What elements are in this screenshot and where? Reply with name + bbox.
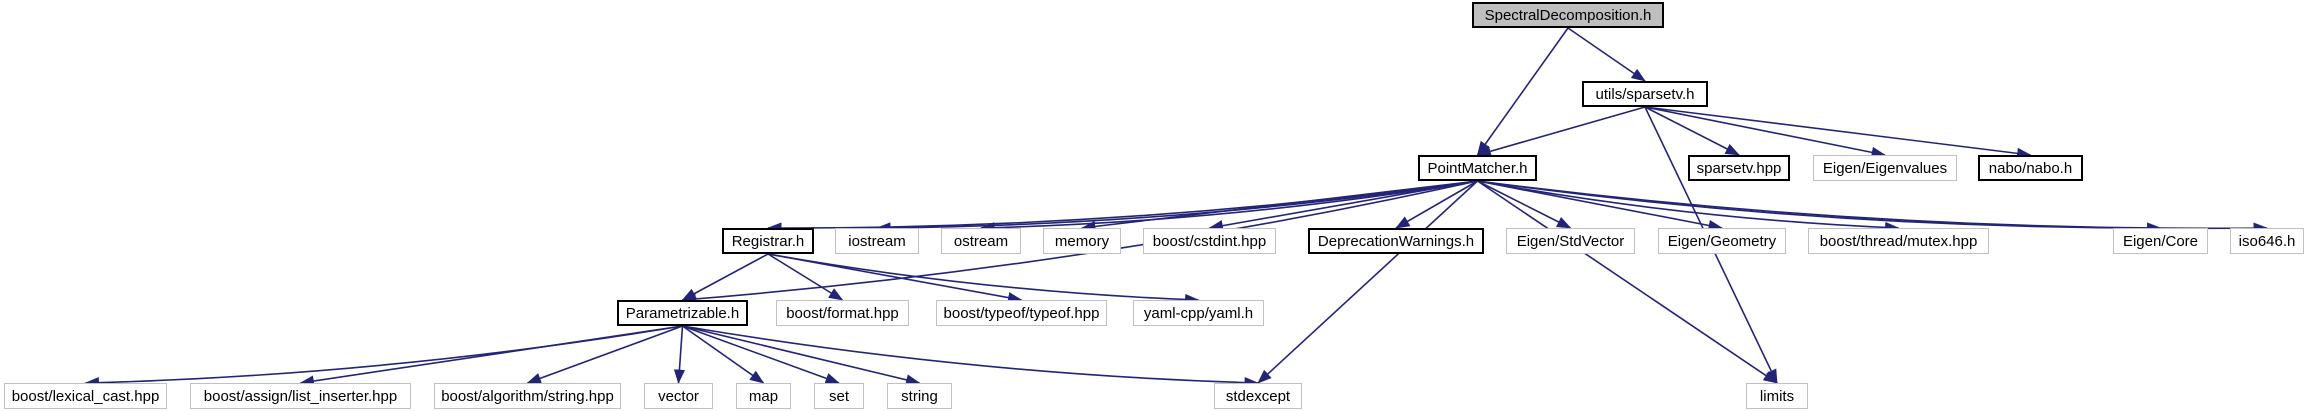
node-eigen_core[interactable]: Eigen/Core <box>2113 228 2208 254</box>
node-label: memory <box>1054 232 1110 250</box>
edge-spectraldecomposition-to-utils_sparsetv <box>1567 27 1646 82</box>
node-label: boost/assign/list_inserter.hpp <box>203 387 398 405</box>
node-set[interactable]: set <box>814 383 864 409</box>
node-label: boost/cstdint.hpp <box>1152 232 1267 250</box>
edge-utils_sparsetv-to-eigen_eigenvalues <box>1644 106 1886 158</box>
edge-pointmatcher-to-iso646 <box>1477 180 2268 234</box>
node-label: utils/sparsetv.h <box>1595 85 1695 103</box>
node-label: ostream <box>953 232 1009 250</box>
edge-utils_sparsetv-to-nabo_nabo <box>1644 106 2032 159</box>
edge-pointmatcher-to-deprecationwarnings <box>1395 180 1478 229</box>
node-boost_lexical_cast[interactable]: boost/lexical_cast.hpp <box>4 383 167 409</box>
edge-registrar-to-parametrizable <box>681 253 769 301</box>
node-memory[interactable]: memory <box>1043 228 1121 254</box>
edges <box>84 27 2268 389</box>
edge-parametrizable-to-string <box>682 325 921 386</box>
edge-pointmatcher-to-ostream <box>980 180 1478 234</box>
node-string[interactable]: string <box>887 383 952 409</box>
node-label: Eigen/Core <box>2122 232 2199 250</box>
edge-pointmatcher-to-eigen_core <box>1477 180 2162 234</box>
edge-pointmatcher-to-boost_mutex <box>1477 180 1900 234</box>
edge-parametrizable-to-stdexcept <box>682 325 1259 389</box>
node-label: iostream <box>848 232 906 250</box>
node-pointmatcher[interactable]: PointMatcher.h <box>1418 155 1537 181</box>
node-vector[interactable]: vector <box>644 383 713 409</box>
node-label: sparsetv.hpp <box>1696 159 1782 177</box>
node-boost_mutex[interactable]: boost/thread/mutex.hpp <box>1808 228 1989 254</box>
edge-pointmatcher-to-boost_cstdint <box>1208 180 1478 232</box>
edge-parametrizable-to-set <box>682 325 840 384</box>
edge-pointmatcher-to-stdexcept <box>1257 180 1479 384</box>
node-eigen_geometry[interactable]: Eigen/Geometry <box>1658 228 1786 254</box>
node-boost_typeof[interactable]: boost/typeof/typeof.hpp <box>936 300 1107 326</box>
edge-registrar-to-yaml_cpp <box>767 253 1200 306</box>
node-label: Eigen/Eigenvalues <box>1822 159 1948 177</box>
edge-utils_sparsetv-to-pointmatcher <box>1476 106 1646 157</box>
node-label: boost/algorithm/string.hpp <box>441 387 614 405</box>
node-label: string <box>901 387 938 405</box>
node-label: yaml-cpp/yaml.h <box>1143 304 1254 322</box>
node-sparsetv_hpp[interactable]: sparsetv.hpp <box>1688 155 1790 181</box>
edge-parametrizable-to-boost_algo_string <box>526 325 683 384</box>
node-ostream[interactable]: ostream <box>941 228 1021 254</box>
node-label: boost/typeof/typeof.hpp <box>943 304 1100 322</box>
node-nabo_nabo[interactable]: nabo/nabo.h <box>1978 155 2083 181</box>
node-eigen_eigenvalues[interactable]: Eigen/Eigenvalues <box>1813 155 1957 181</box>
node-label: DeprecationWarnings.h <box>1317 232 1475 250</box>
node-label: nabo/nabo.h <box>1988 159 2073 177</box>
edge-parametrizable-to-vector <box>673 325 686 384</box>
node-iostream[interactable]: iostream <box>835 228 919 254</box>
node-label: map <box>748 387 779 405</box>
node-label: stdexcept <box>1225 387 1291 405</box>
node-label: Parametrizable.h <box>625 304 740 322</box>
edge-spectraldecomposition-to-pointmatcher <box>1476 27 1569 156</box>
node-boost_cstdint[interactable]: boost/cstdint.hpp <box>1143 228 1276 254</box>
node-parametrizable[interactable]: Parametrizable.h <box>617 300 748 326</box>
node-label: Eigen/Geometry <box>1667 232 1777 250</box>
node-eigen_stdvector[interactable]: Eigen/StdVector <box>1506 228 1635 254</box>
node-label: iso646.h <box>2238 232 2296 250</box>
node-deprecationwarnings[interactable]: DeprecationWarnings.h <box>1308 228 1484 254</box>
edge-pointmatcher-to-eigen_geometry <box>1477 180 1723 231</box>
node-iso646[interactable]: iso646.h <box>2230 228 2304 254</box>
node-boost_list_inserter[interactable]: boost/assign/list_inserter.hpp <box>190 383 411 409</box>
edge-registrar-to-boost_typeof <box>767 253 1023 304</box>
node-stdexcept[interactable]: stdexcept <box>1214 383 1302 409</box>
node-label: SpectralDecomposition.h <box>1484 6 1652 24</box>
edge-pointmatcher-to-registrar <box>767 180 1478 234</box>
edge-registrar-to-boost_format <box>767 253 844 301</box>
node-label: boost/lexical_cast.hpp <box>11 387 160 405</box>
node-spectraldecomposition[interactable]: SpectralDecomposition.h <box>1472 2 1664 28</box>
node-label: Registrar.h <box>731 232 805 250</box>
node-map[interactable]: map <box>736 383 791 409</box>
node-yaml_cpp[interactable]: yaml-cpp/yaml.h <box>1133 300 1264 326</box>
node-label: Eigen/StdVector <box>1516 232 1625 250</box>
node-boost_algo_string[interactable]: boost/algorithm/string.hpp <box>434 383 621 409</box>
edge-pointmatcher-to-eigen_stdvector <box>1477 180 1572 229</box>
node-label: set <box>828 387 849 405</box>
node-label: vector <box>658 387 699 405</box>
node-label: boost/format.hpp <box>786 304 899 322</box>
node-label: boost/thread/mutex.hpp <box>1819 232 1978 250</box>
edge-parametrizable-to-boost_lexical_cast <box>84 325 683 389</box>
edge-pointmatcher-to-iostream <box>876 180 1478 234</box>
edge-utils_sparsetv-to-sparsetv_hpp <box>1644 106 1740 156</box>
node-boost_format[interactable]: boost/format.hpp <box>776 300 909 326</box>
node-registrar[interactable]: Registrar.h <box>722 228 814 254</box>
node-utils_sparsetv[interactable]: utils/sparsetv.h <box>1582 81 1708 107</box>
node-limits[interactable]: limits <box>1746 383 1808 409</box>
edge-parametrizable-to-boost_list_inserter <box>299 325 683 387</box>
edge-parametrizable-to-map <box>682 325 765 384</box>
node-label: PointMatcher.h <box>1427 159 1528 177</box>
node-label: limits <box>1759 387 1795 405</box>
edge-pointmatcher-to-memory <box>1081 180 1478 232</box>
edge-pointmatcher-to-limits <box>1477 180 1778 384</box>
